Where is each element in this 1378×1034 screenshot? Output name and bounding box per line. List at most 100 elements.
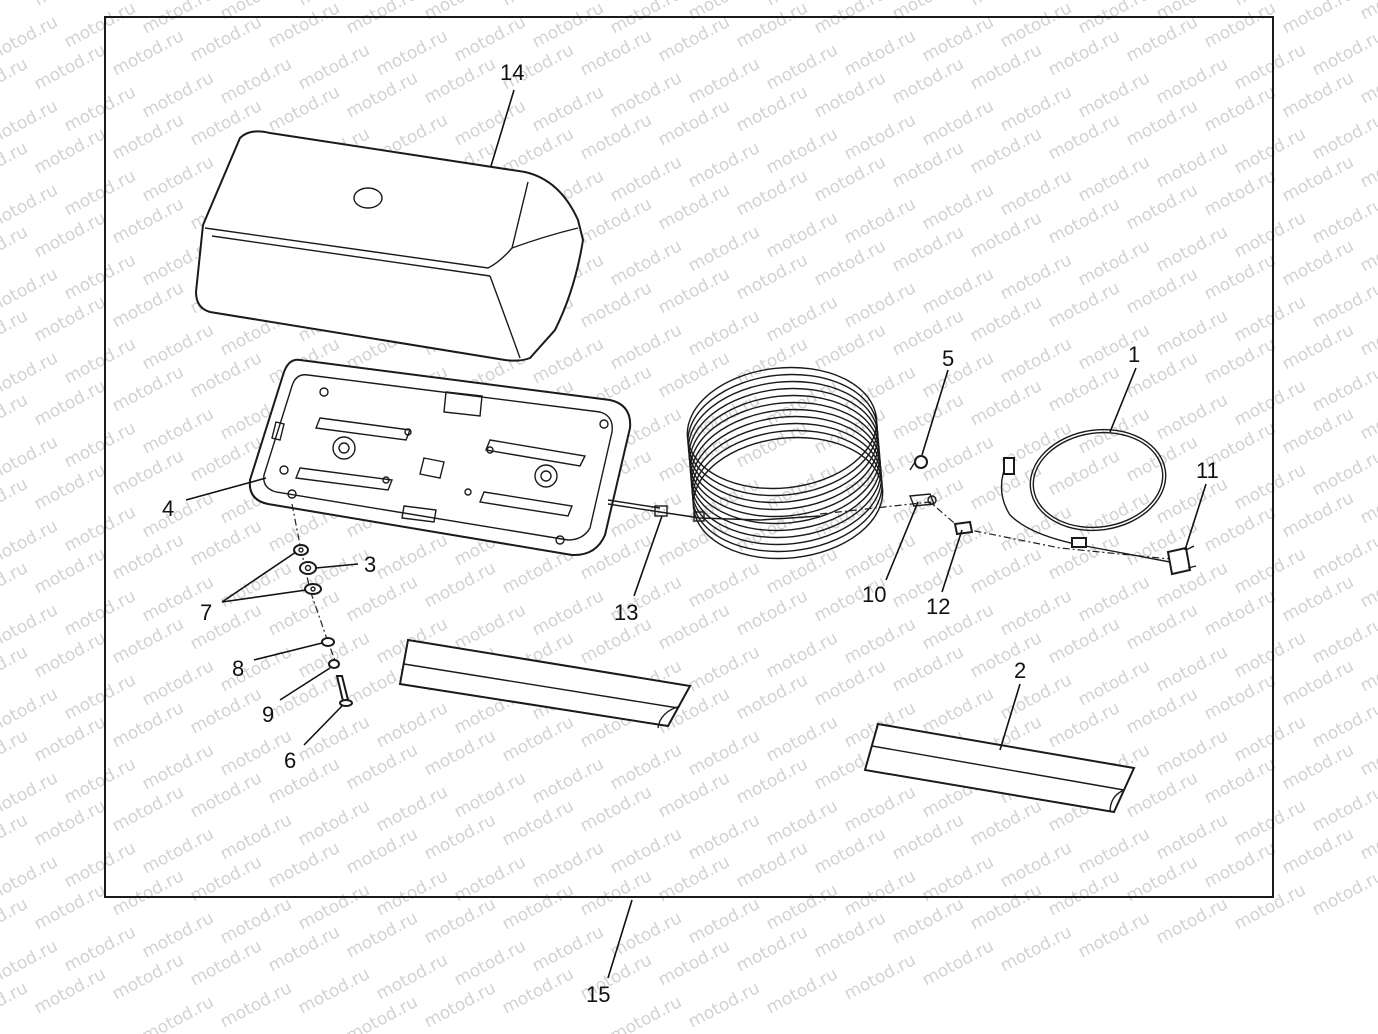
watermark-text: motod.ru (0, 432, 61, 486)
leader-8 (253, 642, 323, 661)
callout-14: 14 (500, 60, 524, 85)
watermark-text: motod.ru (0, 474, 31, 528)
leader-7a (221, 551, 297, 603)
callout-2: 2 (1014, 658, 1026, 683)
leader-13 (633, 515, 663, 597)
watermark-text: motod.ru (811, 0, 889, 38)
callout-13: 13 (614, 600, 638, 625)
callout-7: 7 (200, 600, 212, 625)
watermark-text: motod.ru (0, 54, 31, 108)
watermark-text: motod.ru (0, 642, 31, 696)
watermark-text: motod.ru (889, 0, 967, 24)
watermark-text: motod.ru (841, 950, 919, 1004)
watermark-text: motod.ru (1357, 642, 1378, 696)
connector-part-5 (909, 455, 928, 471)
leader-1 (1109, 367, 1137, 433)
watermark-text: motod.ru (1231, 880, 1309, 934)
watermark-text: motod.ru (0, 810, 31, 864)
watermark-text: motod.ru (217, 978, 295, 1032)
washer-part-7b (304, 583, 322, 595)
leader-15 (607, 899, 633, 979)
leader-14 (490, 89, 515, 167)
leader-10 (885, 501, 919, 581)
connector-part-12 (953, 520, 974, 536)
watermark-text: motod.ru (0, 978, 31, 1032)
leader-4 (185, 477, 267, 501)
watermark-text: motod.ru (1279, 0, 1357, 38)
watermark-text: motod.ru (1357, 306, 1378, 360)
watermark-text: motod.ru (0, 222, 31, 276)
callout-11: 11 (1196, 458, 1219, 483)
watermark-text: motod.ru (1357, 138, 1378, 192)
leader-12 (941, 529, 963, 593)
watermark-text: motod.ru (343, 0, 421, 38)
watermark-text: motod.ru (1075, 908, 1153, 962)
mounting-strip-part-2a (398, 638, 692, 729)
washer-part-8 (321, 637, 335, 647)
watermark-text: motod.ru (31, 0, 109, 10)
watermark-text: motod.ru (763, 964, 841, 1018)
watermark-text: motod.ru (0, 138, 31, 192)
connector-part-10 (909, 493, 937, 507)
mounting-strip-part-2b (863, 722, 1136, 814)
watermark-text: motod.ru (1153, 894, 1231, 948)
assembly-frame (104, 16, 1274, 898)
watermark-text: motod.ru (0, 684, 61, 738)
plug-part-11 (1166, 545, 1197, 576)
leader-6 (303, 705, 343, 746)
watermark-text: motod.ru (0, 558, 31, 612)
watermark-text: motod.ru (607, 992, 685, 1034)
callout-1: 1 (1128, 342, 1140, 367)
watermark-text: motod.ru (295, 964, 373, 1018)
watermark-text: motod.ru (0, 894, 31, 948)
watermark-text: motod.ru (1357, 390, 1378, 444)
watermark-text: motod.ru (0, 12, 61, 66)
watermark-text: motod.ru (0, 348, 61, 402)
watermark-text: motod.ru (139, 992, 217, 1034)
callout-9: 9 (262, 702, 274, 727)
watermark-text: motod.ru (0, 306, 31, 360)
callout-3: 3 (364, 552, 376, 577)
watermark-text: motod.ru (499, 0, 577, 10)
leader-11 (1184, 483, 1207, 551)
watermark-text: motod.ru (421, 0, 499, 24)
leader-5 (921, 369, 949, 456)
power-cable-part-1 (1000, 428, 1171, 563)
base-plate-part-4 (248, 358, 632, 557)
leader-3 (315, 563, 359, 569)
washer-part-7a (293, 544, 309, 556)
watermark-text: motod.ru (0, 96, 61, 150)
watermark-text: motod.ru (1309, 866, 1378, 920)
watermark-text: motod.ru (685, 978, 763, 1032)
callout-6: 6 (284, 748, 296, 773)
watermark-text: motod.ru (1357, 726, 1378, 780)
watermark-text: motod.ru (0, 0, 31, 24)
callout-4: 4 (162, 496, 174, 521)
watermark-text: motod.ru (0, 516, 61, 570)
watermark-text: motod.ru (0, 726, 31, 780)
bolt-axis-line (291, 503, 339, 669)
watermark-text: motod.ru (1357, 0, 1378, 24)
screw-part-6 (335, 675, 353, 707)
watermark-text: motod.ru (0, 600, 61, 654)
watermark-text: motod.ru (967, 0, 1045, 10)
cable-coil-part-13 (607, 366, 884, 560)
watermark-text: motod.ru (1357, 222, 1378, 276)
leader-2 (999, 683, 1021, 751)
cable-coil-loop (692, 436, 884, 560)
watermark-text: motod.ru (1357, 810, 1378, 864)
watermark-text: motod.ru (0, 390, 31, 444)
watermark-text: motod.ru (1357, 558, 1378, 612)
callout-10: 10 (862, 582, 886, 607)
nut-part-3 (299, 561, 317, 575)
leader-9 (279, 667, 331, 701)
callout-5: 5 (942, 346, 954, 371)
cover-part-14 (194, 130, 585, 362)
watermark-text: motod.ru (997, 922, 1075, 976)
callout-12: 12 (926, 594, 950, 619)
watermark-text: motod.ru (0, 264, 61, 318)
watermark-text: motod.ru (0, 768, 61, 822)
callout-15: 15 (586, 982, 610, 1007)
washer-part-9 (328, 659, 340, 669)
